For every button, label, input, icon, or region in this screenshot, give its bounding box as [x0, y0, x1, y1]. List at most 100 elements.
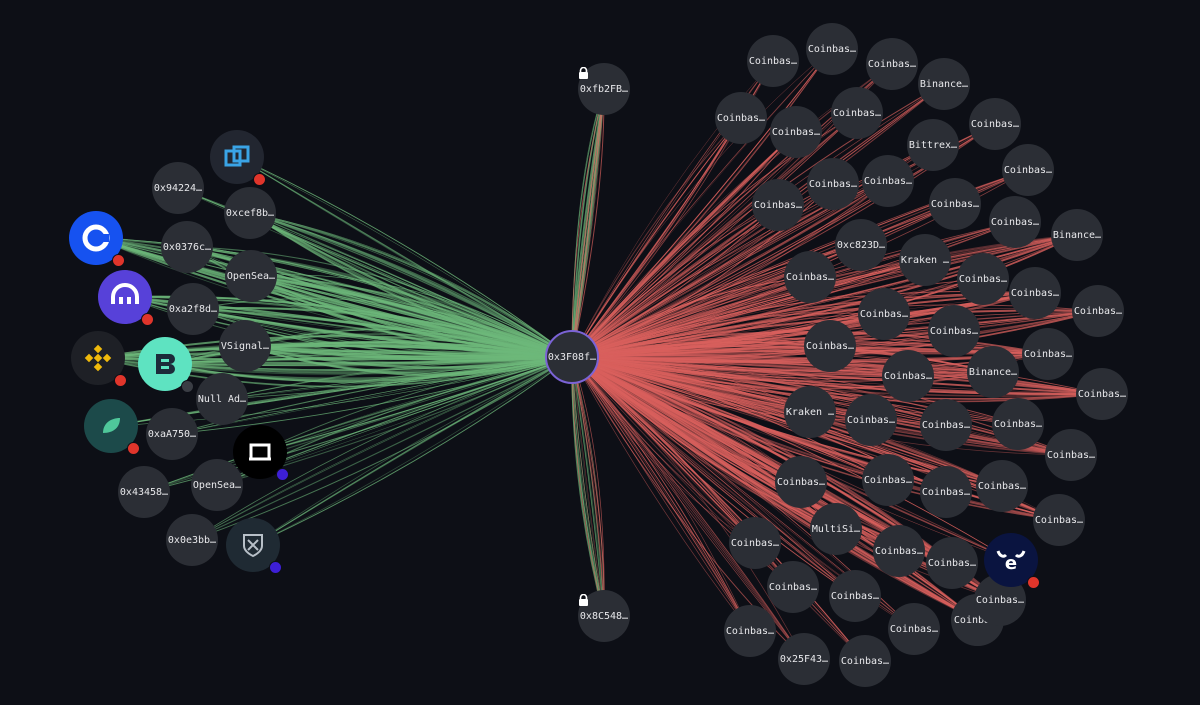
address-node[interactable]: 0x94224…: [152, 162, 204, 214]
status-badge: [269, 561, 282, 574]
incoming-edge: [186, 246, 573, 358]
address-node[interactable]: Coinbas…: [858, 288, 910, 340]
incoming-edge: [191, 356, 573, 541]
address-node-label: Coinbas…: [832, 107, 882, 119]
address-node[interactable]: Coinbas…: [862, 454, 914, 506]
address-node-label: 0x0376c…: [162, 241, 212, 253]
address-node[interactable]: 0x0e3bb…: [166, 514, 218, 566]
center-address-node[interactable]: 0x3F08f…: [545, 330, 599, 384]
address-node[interactable]: 0xaA750…: [146, 408, 198, 460]
outgoing-edge: [571, 276, 811, 358]
outgoing-edge: [571, 313, 885, 358]
address-node[interactable]: Kraken …: [899, 234, 951, 286]
outgoing-edge: [571, 356, 978, 621]
address-node[interactable]: Coinbas…: [747, 35, 799, 87]
address-node[interactable]: 0x0376c…: [161, 221, 213, 273]
address-node[interactable]: Coinbas…: [873, 525, 925, 577]
address-node[interactable]: Coinbas…: [784, 251, 836, 303]
address-node[interactable]: 0x43458…: [118, 466, 170, 518]
lock-icon: [578, 591, 589, 606]
incoming-edge: [259, 356, 573, 453]
bridge-icon[interactable]: [210, 130, 266, 186]
bitbuy-icon[interactable]: [138, 337, 194, 393]
incoming-edge: [236, 156, 573, 358]
address-node[interactable]: Coinbas…: [807, 158, 859, 210]
address-node[interactable]: Coinbas…: [770, 106, 822, 158]
address-node[interactable]: Coinbas…: [1072, 285, 1124, 337]
bitstamp-icon[interactable]: [84, 399, 140, 455]
address-node[interactable]: Coinbas…: [976, 460, 1028, 512]
outgoing-edge: [571, 356, 805, 660]
address-node-label: Coinbas…: [921, 486, 971, 498]
address-node[interactable]: Coinbas…: [957, 253, 1009, 305]
incoming-edge: [571, 356, 605, 617]
address-node[interactable]: 0xa2f8d…: [167, 283, 219, 335]
address-node[interactable]: OpenSea…: [225, 250, 277, 302]
address-node[interactable]: Coinbas…: [992, 398, 1044, 450]
address-node[interactable]: Binance…: [1051, 209, 1103, 261]
address-node[interactable]: Coinbas…: [888, 603, 940, 655]
address-node[interactable]: Coinbas…: [804, 320, 856, 372]
outgoing-edge: [571, 117, 742, 358]
address-node[interactable]: Coinbas…: [1002, 144, 1054, 196]
address-node[interactable]: Coinbas…: [929, 178, 981, 230]
address-node[interactable]: Null Ad…: [196, 373, 248, 425]
address-node[interactable]: Coinbas…: [920, 466, 972, 518]
address-node[interactable]: Coinbas…: [920, 399, 972, 451]
address-node[interactable]: VSignal…: [219, 320, 271, 372]
outgoing-edge: [571, 356, 605, 617]
address-node-label: Coinbas…: [970, 118, 1020, 130]
address-node[interactable]: Coinbas…: [829, 570, 881, 622]
address-node[interactable]: Coinbas…: [866, 38, 918, 90]
address-node[interactable]: Coinbas…: [1045, 429, 1097, 481]
address-node[interactable]: Kraken …: [784, 386, 836, 438]
exchange-e-icon[interactable]: e: [984, 533, 1040, 589]
outgoing-edge: [571, 356, 866, 662]
address-node[interactable]: Coinbas…: [752, 179, 804, 231]
address-node-label: Coinbas…: [883, 370, 933, 382]
address-node[interactable]: Coinbas…: [831, 87, 883, 139]
address-node[interactable]: Binance…: [967, 346, 1019, 398]
address-node[interactable]: Coinbas…: [926, 537, 978, 589]
address-node[interactable]: Coinbas…: [1022, 328, 1074, 380]
address-node-label: Coinbas…: [863, 474, 913, 486]
address-node[interactable]: MultiSi…: [810, 503, 862, 555]
address-node-label: Coinbas…: [1034, 514, 1084, 526]
address-node-label: Kraken …: [785, 406, 835, 418]
locked-address-node[interactable]: 0xfb2FB…: [578, 63, 630, 115]
address-node[interactable]: Coinbas…: [806, 23, 858, 75]
outgoing-edge: [571, 88, 605, 358]
address-node-label: Coinbas…: [725, 625, 775, 637]
address-node[interactable]: Coinbas…: [862, 155, 914, 207]
address-node[interactable]: Coinbas…: [1009, 267, 1061, 319]
outgoing-edge: [571, 356, 605, 617]
binance-icon[interactable]: [71, 331, 127, 387]
crest-icon[interactable]: [226, 518, 282, 574]
address-node[interactable]: 0xcef8b…: [224, 187, 276, 239]
outgoing-edge: [571, 276, 811, 358]
address-node[interactable]: Coinbas…: [845, 394, 897, 446]
address-node[interactable]: Coinbas…: [724, 605, 776, 657]
address-node[interactable]: Coinbas…: [715, 92, 767, 144]
address-node-label: Coinbas…: [859, 308, 909, 320]
kraken-icon[interactable]: [98, 270, 154, 326]
address-node[interactable]: Coinbas…: [1033, 494, 1085, 546]
address-node[interactable]: Bittrex…: [907, 119, 959, 171]
address-node[interactable]: Coinbas…: [775, 456, 827, 508]
address-node[interactable]: Coinbas…: [969, 98, 1021, 150]
address-node[interactable]: Coinbas…: [989, 196, 1041, 248]
address-node[interactable]: Coinbas…: [767, 561, 819, 613]
address-node[interactable]: OpenSea…: [191, 459, 243, 511]
window-icon[interactable]: [233, 425, 289, 481]
coinbase-icon[interactable]: [69, 211, 125, 267]
address-node-label: 0xc823D…: [836, 239, 886, 251]
address-node[interactable]: Coinbas…: [839, 635, 891, 687]
address-node[interactable]: Coinbas…: [928, 305, 980, 357]
address-node[interactable]: 0x25F43…: [778, 633, 830, 685]
address-node[interactable]: Coinbas…: [882, 350, 934, 402]
address-node[interactable]: Coinbas…: [729, 517, 781, 569]
address-node[interactable]: 0xc823D…: [835, 219, 887, 271]
address-node[interactable]: Coinbas…: [1076, 368, 1128, 420]
address-node[interactable]: Binance…: [918, 58, 970, 110]
